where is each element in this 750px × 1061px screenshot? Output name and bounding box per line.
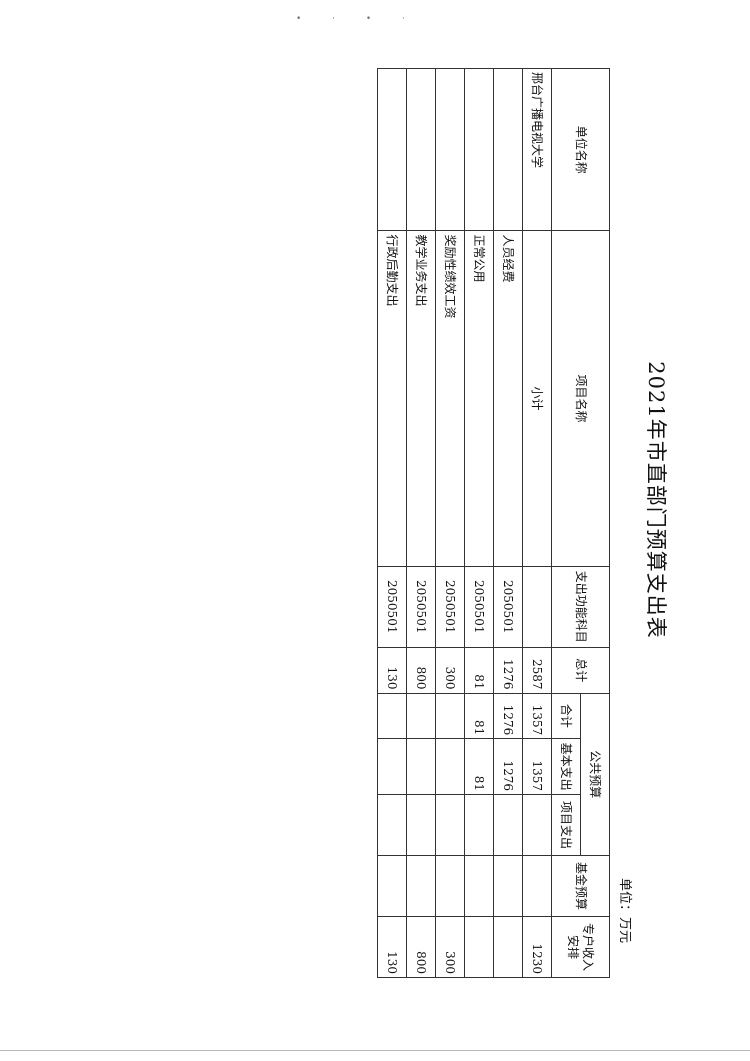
cell-fund [377,855,407,917]
cell-basic [435,738,465,795]
cell-total: 1276 [493,647,523,694]
table-row: 行政后勤支出 2050501 130 130 [377,68,407,978]
cell-special: 1230 [522,916,552,978]
cell-subject: 2050501 [406,566,436,648]
header-special-income: 专户收入安排 [551,916,610,978]
table-row: 奖励性绩效工资 2050501 300 300 [435,68,465,978]
cell-subject: 2050501 [435,566,465,648]
cell-subject: 2050501 [464,566,494,648]
unit-label: 单位：万元 [617,878,632,944]
cell-project: 奖励性绩效工资 [435,230,465,567]
cell-sum [406,693,436,739]
cell-total: 81 [464,647,494,694]
cell-special [493,916,523,978]
table-row: 人员经费 2050501 1276 1276 1276 [493,68,523,978]
cell-proj [435,794,465,856]
page-title: 2021年市直部门预算支出表 [644,361,668,639]
cell-sum: 81 [464,693,494,739]
cell-special [464,916,494,978]
table-row: 教学业务支出 2050501 800 800 [406,68,436,978]
header-subtotal: 合计 [551,693,581,739]
cell-total: 300 [435,647,465,694]
cell-special: 800 [406,916,436,978]
cell-project: 行政后勤支出 [377,230,407,567]
table-row: 邢台广播电视大学 小计 2587 1357 1357 1230 [522,68,552,978]
cell-proj [406,794,436,856]
cell-unit [406,68,436,231]
cell-fund [435,855,465,917]
header-basic: 基本支出 [551,738,581,795]
header-project-name: 项目名称 [551,230,610,567]
cell-unit [493,68,523,231]
cell-proj [493,794,523,856]
header-public-budget: 公共预算 [580,693,610,856]
cell-basic: 1276 [493,738,523,795]
cell-sum [377,693,407,739]
header-fund-budget: 基金预算 [551,855,610,917]
header-unit-name: 单位名称 [551,68,610,231]
cell-subject: 2050501 [377,566,407,648]
cell-sum [435,693,465,739]
cell-project: 小计 [522,230,552,567]
cell-basic [377,738,407,795]
cell-proj [522,794,552,856]
cell-project: 正常公用 [464,230,494,567]
cell-basic [406,738,436,795]
cell-project: 人员经费 [493,230,523,567]
budget-table: 单位名称 项目名称 支出功能科目 总计 公共预算 基金预算 专户收入安排 合计 … [377,68,610,978]
scan-edge [0,1050,750,1051]
header-total: 总计 [551,647,610,694]
rotated-page: 2021年市直部门预算支出表 单位：万元 单位名称 项目名称 支出功能科目 总计… [377,68,668,978]
cell-special: 300 [435,916,465,978]
cell-sum: 1357 [522,693,552,739]
cell-fund [406,855,436,917]
cell-unit: 邢台广播电视大学 [522,68,552,231]
header-project: 项目支出 [551,794,581,856]
cell-proj [377,794,407,856]
header-func-subject: 支出功能科目 [551,566,610,648]
cell-basic: 1357 [522,738,552,795]
cell-total: 800 [406,647,436,694]
cell-subject: 2050501 [493,566,523,648]
cell-unit [377,68,407,231]
cell-special: 130 [377,916,407,978]
table-row: 正常公用 2050501 81 81 81 [464,68,494,978]
cell-fund [522,855,552,917]
cell-total: 130 [377,647,407,694]
cell-proj [464,794,494,856]
cell-basic: 81 [464,738,494,795]
cell-unit [435,68,465,231]
cell-fund [464,855,494,917]
cell-subject [522,566,552,648]
scan-noise: • · • · [296,14,419,24]
cell-unit [464,68,494,231]
cell-total: 2587 [522,647,552,694]
cell-fund [493,855,523,917]
cell-sum: 1276 [493,693,523,739]
cell-project: 教学业务支出 [406,230,436,567]
